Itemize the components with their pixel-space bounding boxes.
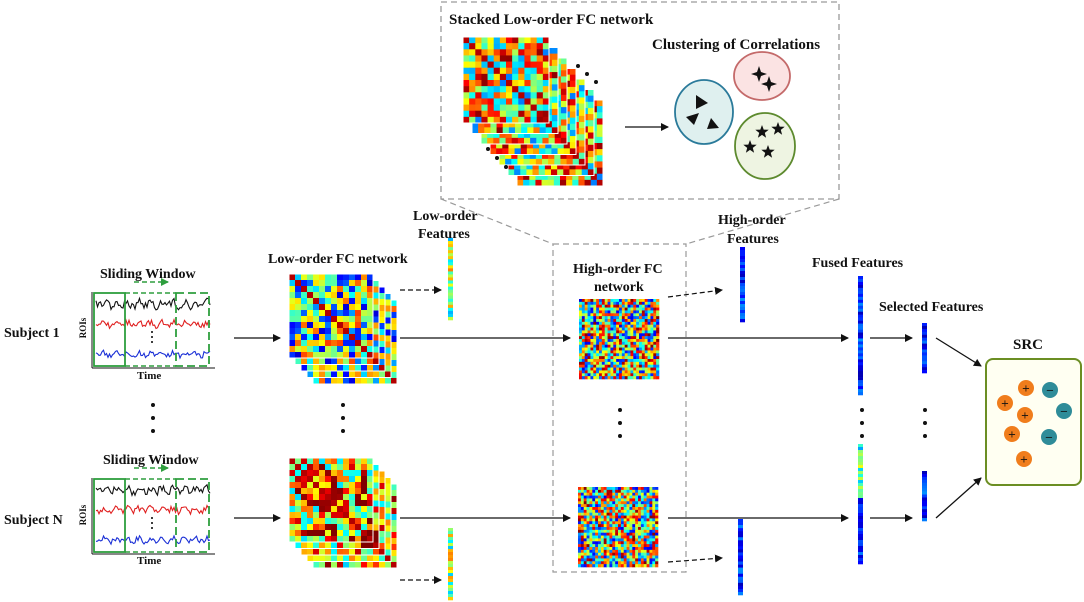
- high-order-feature-vector-n: [738, 519, 743, 596]
- stacked-panel-border: [440, 1, 840, 200]
- sliding-window-label-1: Sliding Window: [100, 267, 196, 282]
- arrow-selected-to-src-n: [935, 477, 982, 519]
- subject-n-label: Subject N: [4, 513, 63, 528]
- low-order-feature-vector-n: [448, 528, 453, 601]
- high-order-network-subject-n: [578, 487, 659, 568]
- selected-feature-vector-n: [922, 471, 927, 522]
- sliding-window-label-n: Sliding Window: [103, 453, 199, 468]
- high-order-feature-vector-1: [740, 247, 745, 323]
- high-order-features-label-line1: High-order: [718, 213, 786, 228]
- fused-feature-vector-n: [858, 444, 863, 565]
- time-axis-label-n: Time: [137, 555, 161, 567]
- arrow-selected-to-src-1: [935, 337, 982, 367]
- src-label: SRC: [1013, 337, 1043, 353]
- subject-ellipsis: [151, 403, 927, 438]
- stacked-panel-title: Stacked Low-order FC network: [449, 12, 654, 28]
- selected-feature-vector-1: [922, 323, 927, 374]
- low-order-features-label-line2: Features: [418, 227, 470, 242]
- clustering-title: Clustering of Correlations: [652, 37, 820, 53]
- fused-feature-vector-1: [858, 276, 863, 396]
- selected-features-label: Selected Features: [879, 300, 984, 315]
- stack-dots-upper: [576, 64, 598, 84]
- timeseries-subject-1: ROIs Time: [78, 278, 215, 382]
- stack-dots-lower: [486, 147, 508, 169]
- high-order-features-label-line2: Features: [727, 232, 779, 247]
- stacked-matrices: [462, 36, 604, 187]
- src-classifier: SRC +++++−−−: [985, 337, 1082, 486]
- time-axis-label-1: Time: [137, 370, 161, 382]
- high-order-network-label-line1: High-order FC: [573, 262, 663, 277]
- cluster-stars: [734, 112, 796, 180]
- stacked-network-panel: Stacked Low-order FC network Clustering …: [440, 1, 840, 245]
- zoom-line-right: [685, 198, 840, 245]
- zoom-line-left: [440, 198, 554, 245]
- src-box: [985, 358, 1082, 486]
- low-order-network-label: Low-order FC network: [268, 252, 408, 267]
- fc-matrix: [288, 273, 374, 359]
- subject-1-label: Subject 1: [4, 326, 60, 341]
- low-order-network-subject-1: [288, 273, 398, 385]
- arrow-to-high-features-n: [667, 554, 723, 563]
- fused-features-label: Fused Features: [812, 256, 904, 271]
- low-order-features-label-line1: Low-order: [413, 209, 478, 224]
- cluster-diamonds: [733, 51, 791, 101]
- high-order-network-label-line2: network: [594, 280, 644, 295]
- rois-axis-label-1: ROIs: [78, 317, 88, 338]
- cluster-triangles: [674, 79, 734, 145]
- rois-axis-label-n: ROIs: [78, 504, 88, 525]
- arrow-to-high-features-1: [667, 286, 723, 298]
- low-order-network-subject-n: [288, 457, 398, 569]
- high-order-network-subject-1: [579, 299, 660, 380]
- low-order-feature-vector-1: [448, 238, 453, 321]
- timeseries-subject-n: ROIs Time: [78, 464, 215, 567]
- fc-matrix: [288, 457, 374, 543]
- fc-matrix: [462, 36, 550, 124]
